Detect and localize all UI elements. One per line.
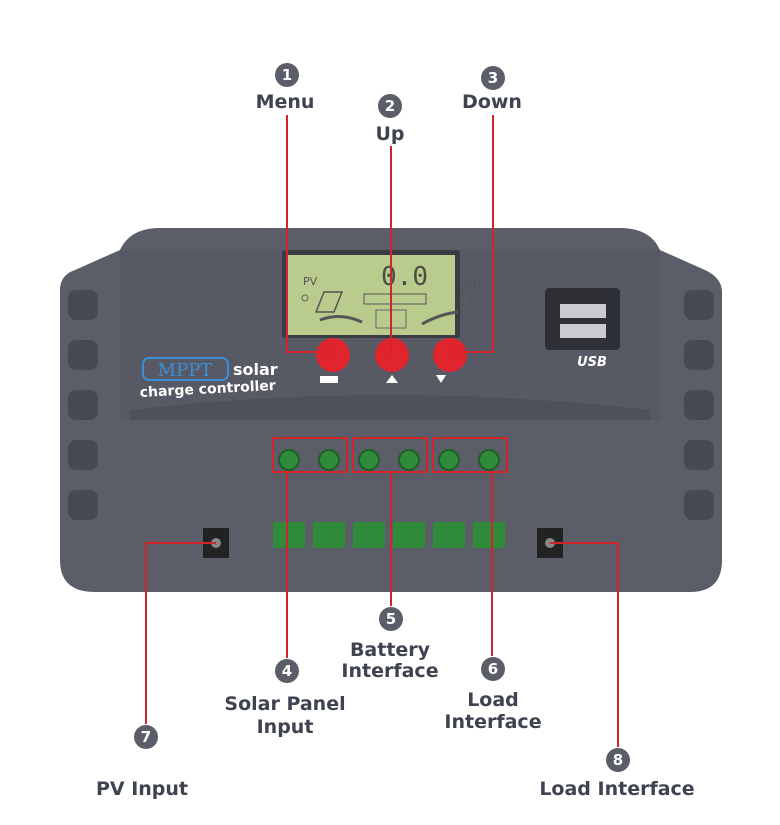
side-vents-right [684,290,714,520]
callout-5: 5 Battery Interface [341,607,439,682]
usb-port-housing [545,288,620,350]
brand-badge-text: MPPT [158,360,213,381]
down-triangle-icon [436,375,446,383]
arrow-icon [319,315,363,324]
battery-level-icon [363,293,427,305]
svg-text:1: 1 [282,66,292,84]
solar-terminal-highlight [272,437,348,473]
svg-text:5: 5 [386,610,396,628]
svg-text:6: 6 [488,660,498,678]
callout-label: Up [375,123,404,145]
usb-label: USB [577,355,607,370]
svg-text:7: 7 [141,728,151,746]
svg-text:8: 8 [613,751,623,769]
svg-text:Load: Load [467,689,519,711]
svg-text:2: 2 [385,97,395,115]
svg-text:3: 3 [488,69,498,87]
lcd-value: 0.0 [381,262,428,292]
brand-subtitle: charge controller [139,378,276,401]
callout-7: 7 PV Input [96,725,188,800]
callout-label: Menu [256,91,315,113]
bulb-icon [459,292,473,306]
down-button[interactable] [433,338,467,372]
menu-icon [320,376,338,383]
controller-body: USB PV 0.0 Ah MPPT solar charge controll… [60,228,722,592]
svg-text:Interface: Interface [444,711,541,733]
usb-port-2 [560,324,606,338]
lcd-pv-label: PV [303,275,318,288]
menu-button[interactable] [316,338,350,372]
lcd-unit: Ah [464,275,481,290]
svg-text:Input: Input [257,716,314,738]
svg-text:PV Input: PV Input [96,778,188,800]
callout-1: 1 Menu [256,63,315,113]
svg-text:Battery: Battery [350,639,431,661]
side-vents-left [68,290,98,520]
callout-8: 8 Load Interface [539,748,695,800]
svg-text:Load Interface: Load Interface [539,778,694,800]
lcd-screen [287,255,455,335]
up-triangle-icon [386,375,398,383]
callout-label: Down [462,91,522,113]
terminal-screws [278,449,500,471]
svg-text:Solar Panel: Solar Panel [224,693,345,715]
load-terminal-highlight [432,437,508,473]
callout-3: 3 Down [462,66,522,113]
callout-4: 4 Solar Panel Input [224,659,346,738]
svg-text:4: 4 [282,662,292,680]
arrow-icon [421,310,459,326]
brand-word: solar [233,360,278,379]
callout-2: 2 Up [375,94,405,145]
usb-port-1 [560,304,606,318]
brand-badge [142,357,229,381]
callout-6: 6 Load Interface [444,657,542,733]
solar-panel-icon [301,291,344,313]
terminal-blocks [273,522,505,548]
svg-text:Interface: Interface [341,660,438,682]
leader-lines [145,115,619,747]
